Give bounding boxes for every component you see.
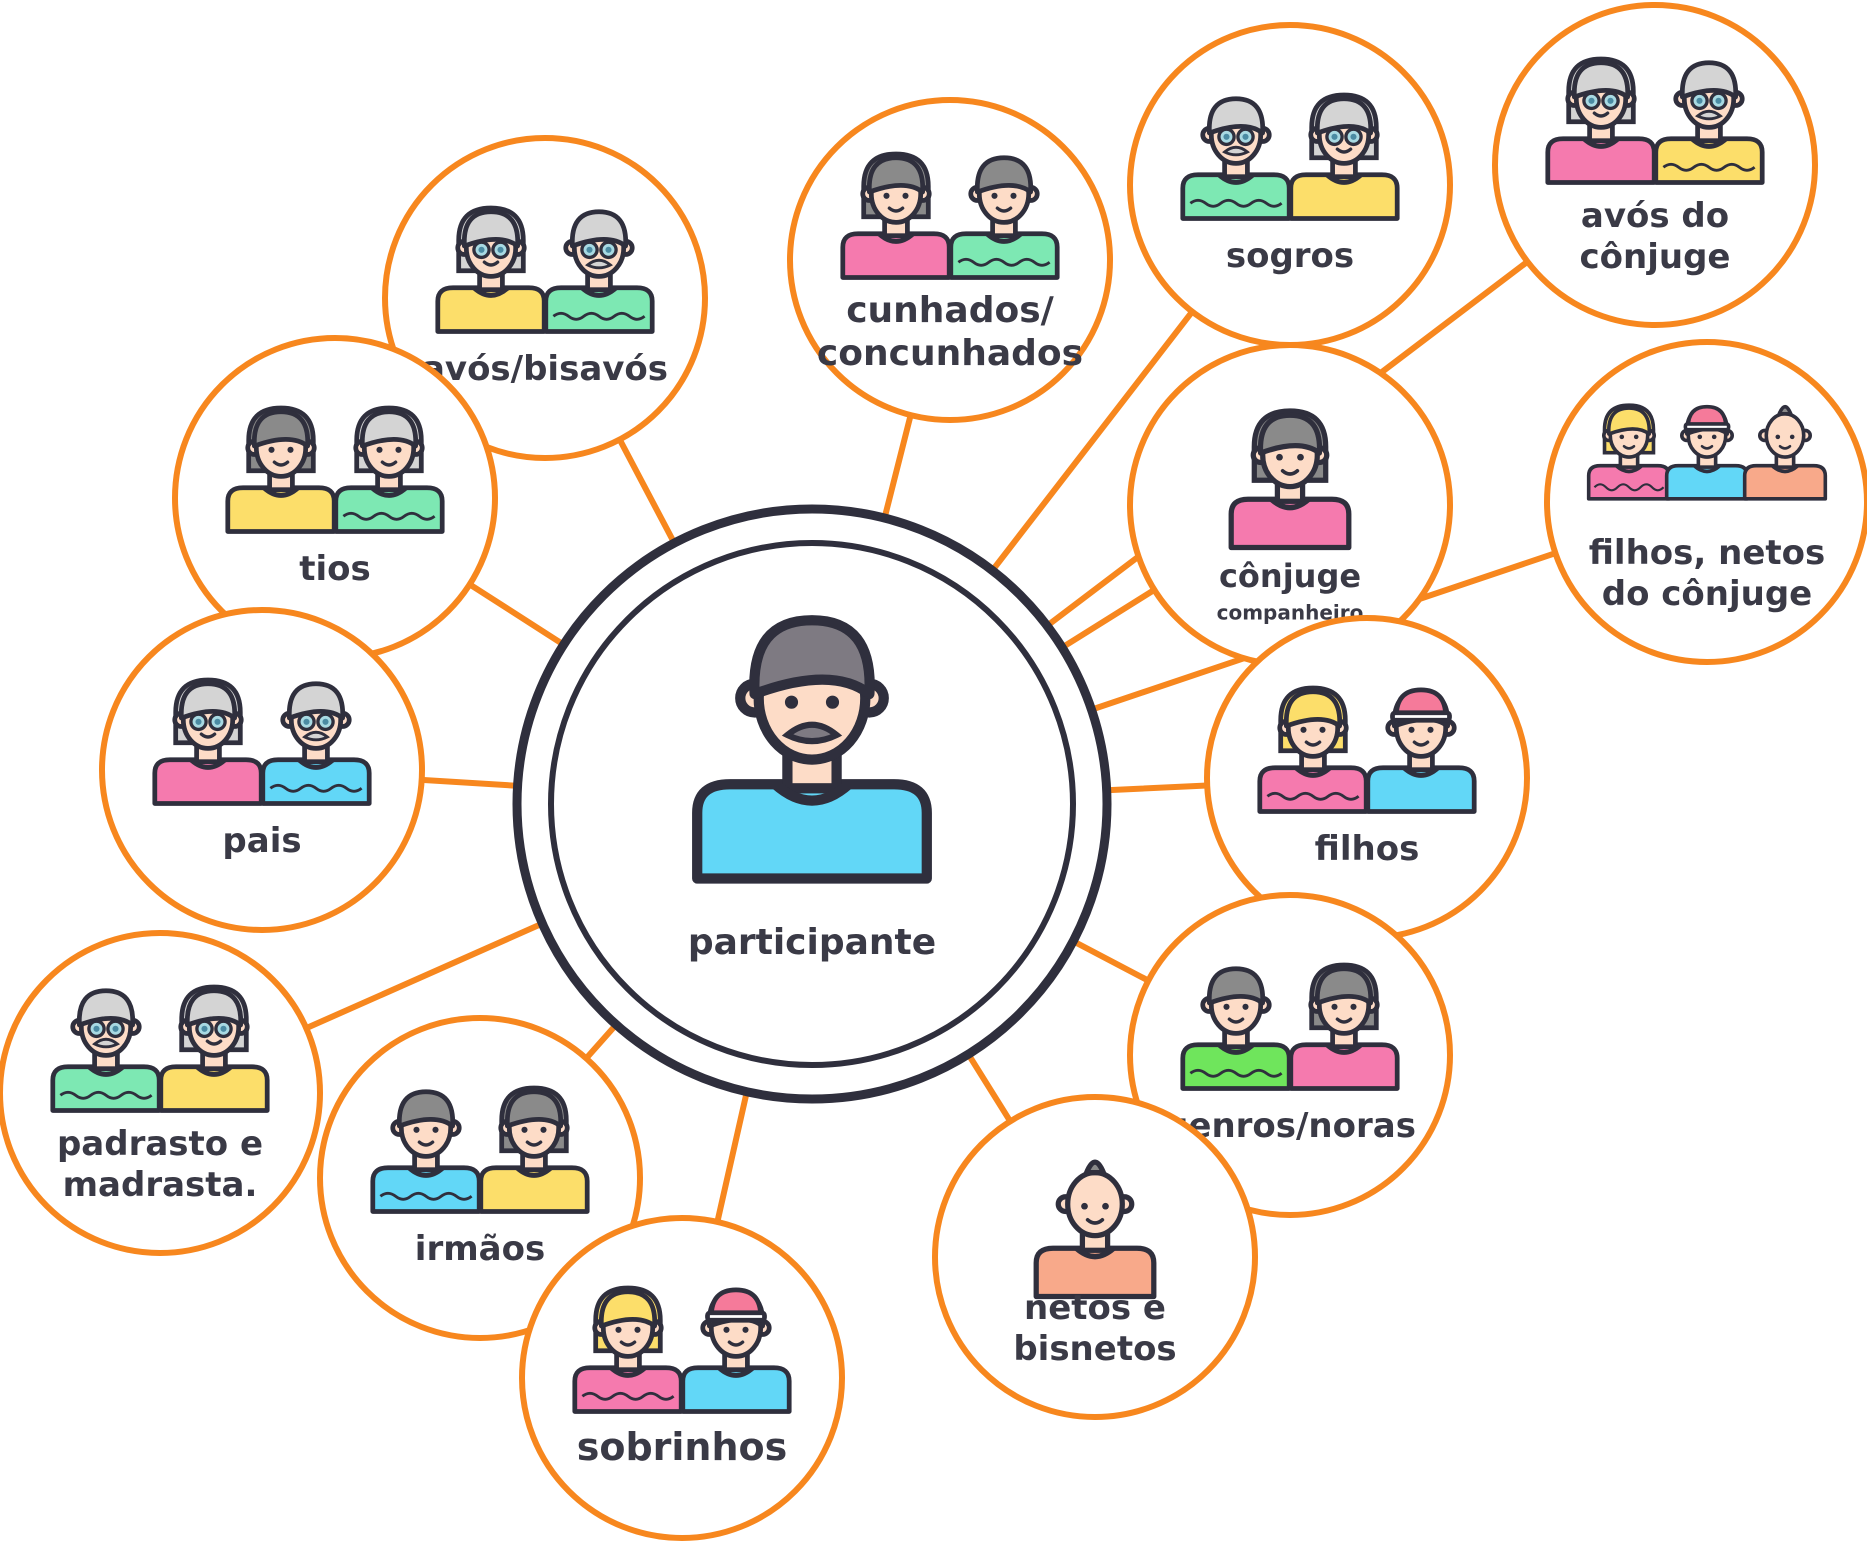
node-label-sogros: sogros [1226,236,1354,276]
grandmother-icon [158,984,270,1113]
woman-icon [1228,408,1352,551]
man-icon [948,155,1060,280]
boy-cap-icon [1365,687,1477,814]
grandmother-icon [1288,92,1400,221]
node-label-filhos: filhos [1315,829,1420,869]
node-label-avos-bisavos: avós/bisavós [422,349,668,389]
node-label-cunhados: concunhados [817,333,1083,374]
node-label-tios: tios [299,549,371,589]
older-woman-icon [333,405,445,534]
baby-icon [1742,404,1828,501]
girl-icon [1257,685,1369,814]
boy-cap-icon [1664,404,1750,501]
node-label-padrasto: madrasta. [63,1165,258,1205]
node-label-filhos-conjuge: filhos, netos [1589,533,1826,573]
node-irmaos: irmãos [317,1015,643,1341]
node-label-netos: bisnetos [1013,1329,1176,1369]
center-label: participante [688,922,936,963]
grandfather-icon [543,209,655,334]
boy-cap-icon [680,1287,792,1414]
man-with-mustache-icon [692,615,932,884]
node-avos-bisavos: avós/bisavós [382,135,708,461]
grandmother-icon [1545,56,1657,185]
node-sobrinhos: sobrinhos [519,1215,845,1541]
node-sogros: sogros [1127,22,1453,348]
woman-icon [478,1085,590,1214]
node-label-padrasto: padrasto e [57,1124,263,1164]
grandfather-icon [50,988,162,1113]
man-icon [1180,966,1292,1091]
girl-icon [1586,403,1672,501]
grandfather-icon [1653,60,1765,185]
grandmother-icon [435,205,547,334]
node-label-sobrinhos: sobrinhos [577,1425,788,1469]
node-pais: pais [99,607,425,933]
node-label-cunhados: cunhados/ [846,290,1054,331]
node-label-filhos-conjuge: do cônjuge [1602,574,1813,614]
node-cunhados: cunhados/concunhados [787,97,1113,423]
woman-icon [840,151,952,280]
woman-icon [1288,962,1400,1091]
node-filhos: filhos [1204,615,1530,941]
node-label-netos: netos e [1024,1288,1166,1328]
node-label-pais: pais [222,821,301,861]
node-circle-filhos-conjuge [1544,339,1867,665]
node-tios: tios [172,335,498,661]
node-label-conjuge: cônjuge [1219,557,1361,595]
baby-icon [1033,1159,1157,1300]
grandfather-icon [260,681,372,806]
center-node-participante: participante [512,504,1112,1104]
node-label-avos-conjuge: avós do [1581,196,1729,236]
node-label-irmaos: irmãos [415,1229,545,1269]
girl-icon [572,1285,684,1414]
node-label-avos-conjuge: cônjuge [1580,237,1731,277]
